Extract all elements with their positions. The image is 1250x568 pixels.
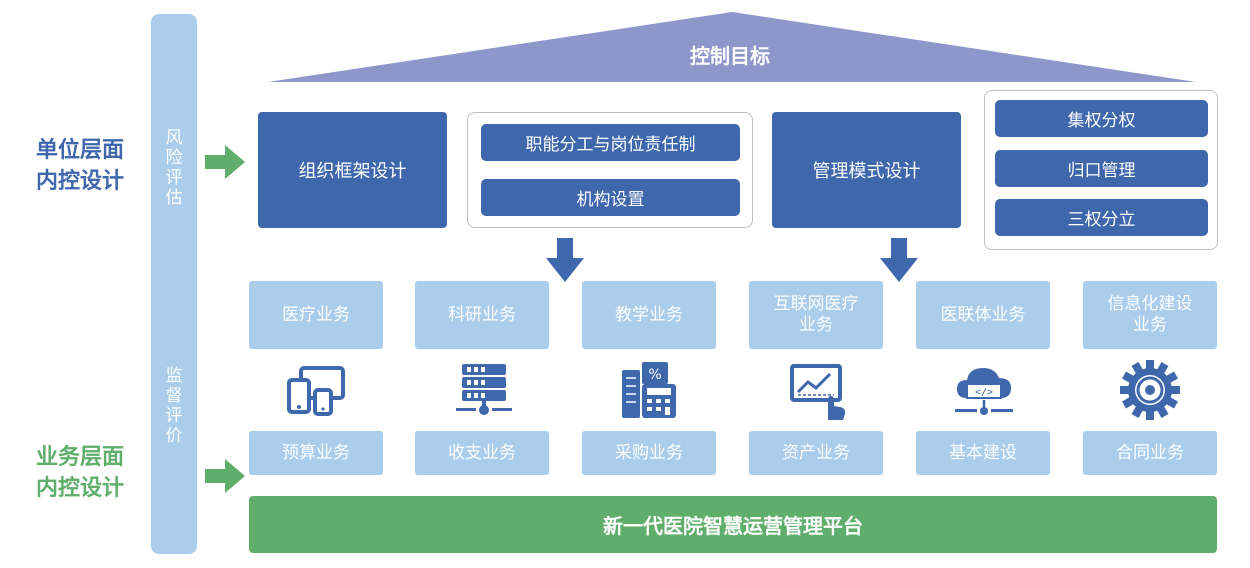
unit-level-label: 单位层面 内控设计 [35, 138, 124, 194]
server-network-icon [456, 364, 512, 415]
unit-level-arrow-icon [205, 145, 245, 179]
power-item-centralized-mgmt: 归口管理 [995, 150, 1208, 187]
business-level-label: 业务层面 内控设计 [35, 445, 124, 501]
supervision-evaluation-text: 监督评价 [165, 366, 183, 446]
gear-icon [1120, 360, 1180, 420]
chart-touch-icon [790, 364, 846, 420]
risk-supervision-bar [151, 14, 197, 554]
support-box-budget: 预算业务 [249, 431, 383, 475]
control-target-roof [268, 12, 1196, 82]
down-arrow-icon [880, 238, 918, 282]
svg-text:</>: </> [975, 387, 993, 398]
power-item-separation: 三权分立 [995, 199, 1208, 236]
down-arrow-icon [546, 238, 584, 282]
cloud-code-icon: </> [955, 368, 1013, 415]
power-item-centralization: 集权分权 [995, 100, 1208, 137]
support-box-construction: 基本建设 [916, 431, 1050, 475]
org-framework-box: 组织框架设计 [258, 112, 447, 228]
support-box-contract: 合同业务 [1083, 431, 1217, 475]
devices-icon [287, 366, 345, 416]
business-box-internet-medical: 互联网医疗 业务 [749, 281, 883, 349]
business-box-medical-alliance: 医联体业务 [916, 281, 1050, 349]
business-box-teaching: 教学业务 [582, 281, 716, 349]
platform-bar: 新一代医院智慧运营管理平台 [249, 496, 1217, 553]
calculator-document-icon: % [622, 362, 676, 418]
support-box-procurement: 采购业务 [582, 431, 716, 475]
duty-item-responsibility: 职能分工与岗位责任制 [481, 124, 740, 161]
mgmt-mode-box: 管理模式设计 [772, 112, 961, 228]
support-box-assets: 资产业务 [749, 431, 883, 475]
business-level-arrow-icon [205, 459, 245, 493]
business-box-medical: 医疗业务 [249, 281, 383, 349]
business-box-research: 科研业务 [415, 281, 549, 349]
duty-item-org-setup: 机构设置 [481, 179, 740, 216]
control-target-title: 控制目标 [690, 44, 770, 68]
svg-text:%: % [648, 367, 661, 383]
business-box-informatization: 信息化建设 业务 [1083, 281, 1217, 349]
support-box-revenue-expense: 收支业务 [415, 431, 549, 475]
risk-assessment-text: 风险评估 [165, 128, 183, 208]
